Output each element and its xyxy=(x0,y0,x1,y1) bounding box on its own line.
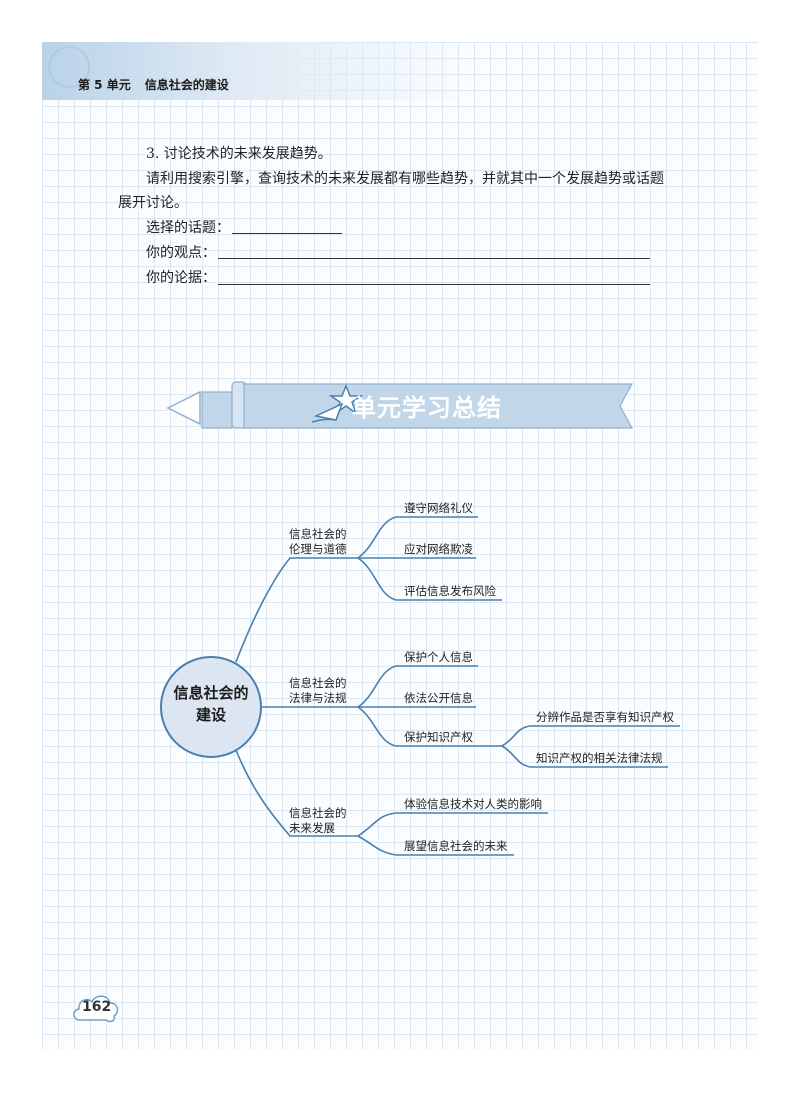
activity-instruction-line2: 展开讨论。 xyxy=(118,195,188,211)
leaf-open-info: 依法公开信息 xyxy=(404,691,473,705)
activity-item-title: 3. 讨论技术的未来发展趋势。 xyxy=(146,146,332,162)
leaf-netiquette: 遵守网络礼仪 xyxy=(404,501,473,515)
branch-ethics-label: 信息社会的 伦理与道德 xyxy=(289,527,347,557)
branch-law-label: 信息社会的 法律与法规 xyxy=(289,676,347,706)
topic-answer-line[interactable] xyxy=(232,233,342,234)
summary-banner xyxy=(166,381,634,429)
branch-future-line1: 信息社会的 xyxy=(289,806,347,820)
paper-plane-star-icon xyxy=(311,383,364,423)
header-band xyxy=(42,42,472,100)
center-node-line2: 建设 xyxy=(195,706,226,724)
leaf-future-outlook: 展望信息社会的未来 xyxy=(404,839,508,853)
branch-ethics-line2: 伦理与道德 xyxy=(289,542,347,556)
leaf-publish-risk: 评估信息发布风险 xyxy=(404,584,496,598)
page-number-cloud-icon xyxy=(73,995,119,1023)
leaf-personal-info: 保护个人信息 xyxy=(404,650,473,664)
view-answer-line[interactable] xyxy=(218,258,650,259)
branch-future-line2: 未来发展 xyxy=(289,821,335,835)
topic-label: 选择的话题： xyxy=(146,220,230,236)
unit-label: 第 5 单元 xyxy=(78,78,131,92)
page-number: 162 xyxy=(82,999,112,1015)
branch-future-label: 信息社会的 未来发展 xyxy=(289,806,347,836)
running-header: 第 5 单元信息社会的建设 xyxy=(78,76,229,93)
unit-title: 信息社会的建设 xyxy=(144,78,229,92)
center-node xyxy=(160,656,262,758)
header-globe-icon xyxy=(48,46,90,88)
subleaf-ip-identify: 分辨作品是否享有知识产权 xyxy=(536,710,674,724)
branch-law-line2: 法律与法规 xyxy=(289,691,347,705)
branch-ethics-line1: 信息社会的 xyxy=(289,527,347,541)
subleaf-ip-laws: 知识产权的相关法律法规 xyxy=(536,751,663,765)
center-node-line1: 信息社会的 xyxy=(173,684,249,702)
leaf-tech-impact: 体验信息技术对人类的影响 xyxy=(404,797,542,811)
summary-banner-title: 单元学习总结 xyxy=(352,394,502,422)
evidence-answer-line[interactable] xyxy=(218,284,650,285)
leaf-cyberbullying: 应对网络欺凌 xyxy=(404,542,473,556)
branch-law-line1: 信息社会的 xyxy=(289,676,347,690)
center-node-label: 信息社会的 建设 xyxy=(162,682,260,726)
leaf-ip-protection: 保护知识产权 xyxy=(404,730,473,744)
activity-instruction-line1: 请利用搜索引擎，查询技术的未来发展都有哪些趋势，并就其中一个发展趋势或话题 xyxy=(146,171,664,187)
view-label: 你的观点： xyxy=(146,245,216,261)
grid-background xyxy=(42,42,758,1050)
evidence-label: 你的论据： xyxy=(146,270,216,286)
